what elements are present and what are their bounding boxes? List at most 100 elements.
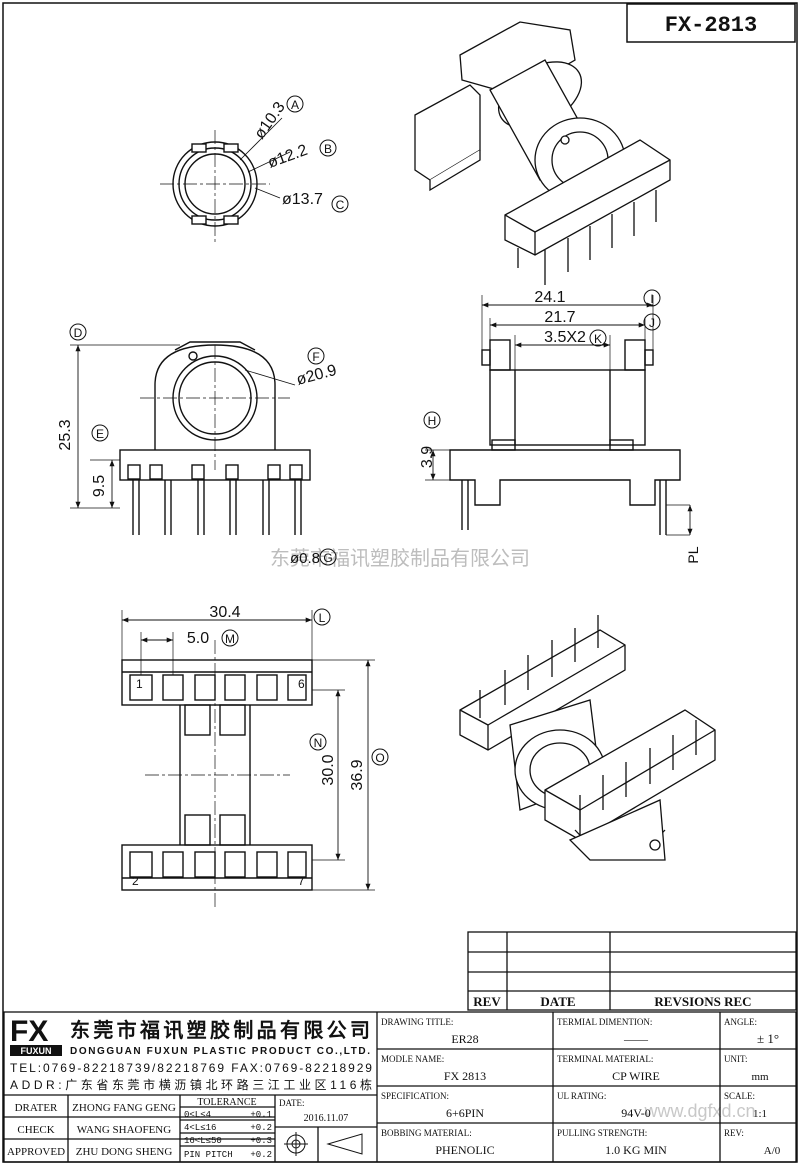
ref-bubble-d	[69, 323, 87, 341]
model-name-label: MODLE NAME:	[381, 1054, 444, 1064]
dim-d-value: 25.3	[57, 419, 74, 450]
drawing-number: FX-2813	[665, 13, 757, 38]
unit-label: UNIT:	[724, 1054, 748, 1064]
company-addr: ADDR:广东省东莞市横沥镇北环路三江工业区116栋	[10, 1077, 372, 1092]
ref-o: O	[375, 751, 384, 765]
side-view	[425, 295, 693, 536]
angle-value: ± 1°	[757, 1031, 779, 1046]
pin-label-7: 7	[298, 874, 305, 888]
dim-k-value: 3.5X2	[544, 329, 586, 346]
pin-label-2: 2	[132, 874, 139, 888]
logo-sub: FUXUN	[21, 1046, 52, 1056]
tol-value-3: +0.3	[250, 1136, 272, 1146]
dim-o-value: 36.9	[349, 759, 366, 790]
dim-l-value: 30.4	[209, 604, 240, 621]
specification-value: 6+6PIN	[446, 1106, 484, 1120]
dim-g-value: ø0.8	[290, 550, 320, 567]
drawing-title-value: ER28	[451, 1032, 478, 1046]
ul-rating-value: 94V-0	[621, 1106, 651, 1120]
dim-c-value: ø13.7	[282, 191, 323, 208]
ref-m: M	[225, 632, 235, 646]
rev-label: REV:	[724, 1128, 744, 1138]
model-name-value: FX 2813	[444, 1069, 486, 1083]
terminal-dimention-label: TERMIAL DIMENTION:	[557, 1017, 652, 1027]
rev-header-date: DATE	[540, 994, 575, 1009]
specification-label: SPECIFICATION:	[381, 1091, 449, 1101]
bottom-view	[121, 610, 375, 910]
ref-i: I	[650, 292, 653, 306]
tol-range-3: 16<L≤50	[184, 1136, 222, 1146]
company-tel: TEL:0769-82218739/82218769 FAX:0769-8221…	[10, 1061, 372, 1075]
ref-d: D	[74, 326, 83, 340]
top-view	[160, 117, 291, 245]
ref-f: F	[312, 350, 319, 364]
tolerance-title: TOLERANCE	[197, 1097, 256, 1108]
bobbing-material-label: BOBBING MATERIAL:	[381, 1128, 472, 1138]
dim-a-value: ø10.3	[251, 99, 288, 142]
role-approved: APPROVED	[7, 1146, 65, 1158]
pulling-strength-label: PULLING STRENGTH:	[557, 1128, 647, 1138]
company-logo: FX FUXUN	[10, 1015, 62, 1056]
tol-value-2: +0.2	[250, 1123, 272, 1133]
date-label: DATE:	[279, 1098, 305, 1108]
ref-k: K	[594, 332, 602, 346]
ref-bubble-g	[319, 548, 337, 566]
dim-i-value: 24.1	[534, 289, 565, 306]
watermark-site: www.dgfxd.cn	[643, 1101, 755, 1121]
ref-bubble-k	[589, 329, 607, 347]
ul-rating-label: UL RATING:	[557, 1091, 606, 1101]
ref-g: G	[323, 551, 332, 565]
dim-e-value: 9.5	[91, 475, 108, 497]
ref-j: J	[649, 316, 655, 330]
ref-c: C	[336, 198, 345, 212]
name-check: WANG SHAOFENG	[77, 1124, 171, 1136]
dim-pl-label: PL	[685, 546, 701, 563]
ref-bubble-m	[221, 629, 239, 647]
ref-bubble-i	[643, 289, 661, 307]
tol-range-1: 0<L≤4	[184, 1110, 211, 1120]
ref-bubble-j	[643, 313, 661, 331]
pulling-strength-value: 1.0 KG MIN	[605, 1143, 667, 1157]
angle-label: ANGLE:	[724, 1017, 757, 1027]
role-check: CHECK	[17, 1124, 54, 1136]
role-drater: DRATER	[15, 1102, 58, 1114]
revision-table	[467, 931, 797, 1011]
logo-text: FX	[10, 1015, 48, 1048]
ref-b: B	[324, 142, 332, 156]
bobbing-material-value: PHENOLIC	[435, 1143, 494, 1157]
terminal-dimention-value: ——	[623, 1032, 649, 1046]
date-value: 2016.11.07	[304, 1113, 349, 1124]
tol-value-1: +0.1	[250, 1110, 272, 1120]
rev-header-record: REVSIONS REC	[654, 994, 751, 1009]
dim-m-value: 5.0	[187, 630, 209, 647]
ref-n: N	[314, 736, 323, 750]
terminal-material-label: TERMINAL MATERIAL:	[557, 1054, 653, 1064]
ref-bubble-a	[286, 95, 304, 113]
ref-e: E	[96, 427, 104, 441]
projection-symbol-icon	[284, 1132, 363, 1156]
isometric-view-top	[414, 21, 671, 285]
ref-bubble-h	[423, 411, 441, 429]
pin-label-1: 1	[136, 677, 143, 691]
dim-f-value: ø20.9	[295, 362, 339, 389]
ref-bubble-c	[331, 195, 349, 213]
rev-value: A/0	[764, 1145, 781, 1157]
ref-bubble-f	[307, 347, 325, 365]
ref-l: L	[319, 611, 326, 625]
tol-range-2: 4<L≤16	[184, 1123, 216, 1133]
ref-bubble-e	[91, 424, 109, 442]
name-drater: ZHONG FANG GENG	[72, 1102, 176, 1114]
company-name-cn: 东莞市福讯塑胶制品有限公司	[70, 1018, 370, 1042]
tol-value-4: +0.2	[250, 1150, 272, 1160]
dim-b-value: ø12.2	[266, 142, 310, 172]
dim-j-value: 21.7	[544, 309, 575, 326]
rev-header-rev: REV	[473, 994, 501, 1009]
scale-label: SCALE:	[724, 1091, 755, 1101]
dim-h-value: 3.9	[419, 446, 436, 468]
ref-a: A	[291, 98, 299, 112]
drawing-number-box: FX-2813	[626, 3, 796, 43]
dim-n-value: 30.0	[320, 754, 337, 785]
name-approved: ZHU DONG SHENG	[76, 1146, 173, 1158]
ref-bubble-n	[309, 733, 327, 751]
